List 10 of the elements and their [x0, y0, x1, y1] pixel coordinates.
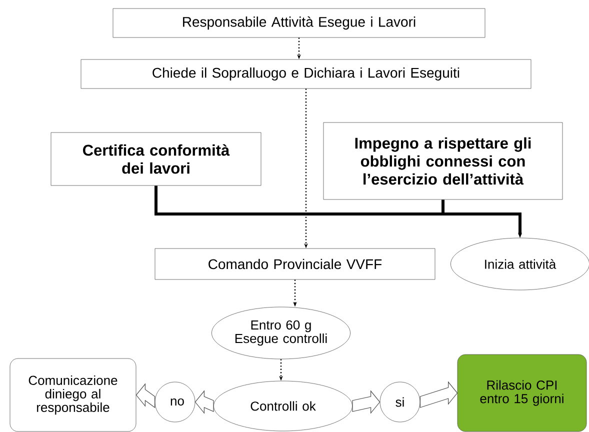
process-box: Responsabile Attività Esegue i Lavori [112, 8, 486, 38]
process-box: Chiede il Sopralluogo e Dichiara i Lavori Eseguiti [80, 59, 532, 89]
arrow [352, 390, 380, 414]
process-box: Comando Provinciale VVFF [154, 248, 436, 280]
arrow [420, 381, 458, 408]
result-box: Rilascio CPI entro 15 giorni [457, 354, 587, 432]
process-box: Certifica conformità dei lavori [50, 132, 262, 186]
rounded-box: Comunicazione diniego al responsabile [10, 358, 136, 432]
process-box: Impegno a rispettare gli obblighi connessi con l’esercizio dell’attività [323, 122, 563, 200]
arrow [194, 390, 214, 414]
